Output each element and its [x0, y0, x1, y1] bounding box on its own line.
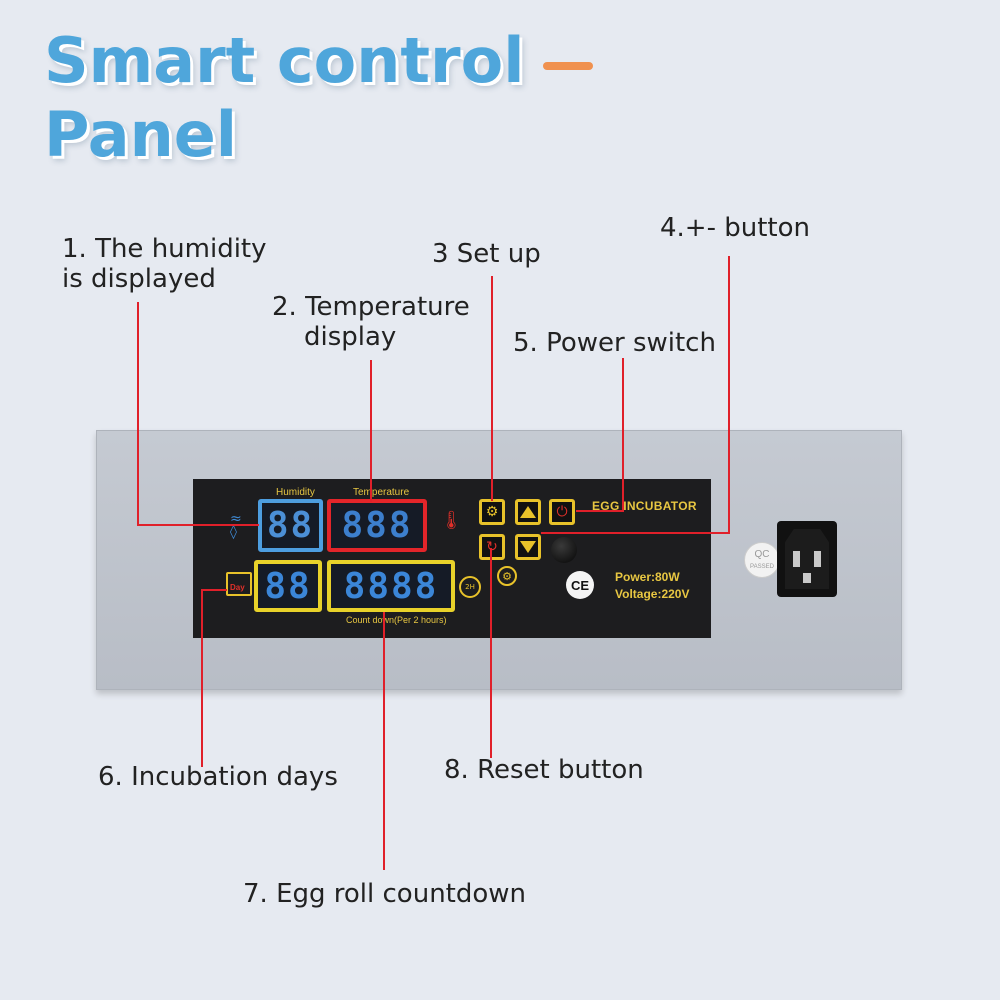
callout-setup: 3 Set up [432, 239, 541, 269]
refresh-icon: ↻ [486, 539, 498, 555]
power-switch-knob[interactable] [551, 537, 577, 563]
reset-button[interactable]: ↻ [479, 534, 505, 560]
power-button[interactable]: ⏻ [549, 499, 575, 525]
callout-plus-minus: 4.+- button [660, 213, 810, 243]
incubation-days-display: 88 [254, 560, 322, 612]
callout-power: 5. Power switch [513, 328, 716, 358]
leader-humidity-v [137, 302, 139, 525]
leader-plus-minus-v [728, 256, 730, 533]
turn-gear-icon: ⚙ [497, 566, 517, 586]
humidity-display: 88 [258, 499, 323, 552]
leader-power-h [576, 510, 624, 512]
voltage-spec: Voltage:220V [615, 587, 690, 601]
callout-egg-roll: 7. Egg roll countdown [243, 879, 527, 909]
callout-reset: 8. Reset button [444, 755, 644, 785]
leader-reset [490, 548, 492, 758]
leader-plus-minus-h [541, 532, 730, 534]
leader-incubation-v [201, 589, 203, 767]
power-icon: ⏻ [556, 504, 568, 520]
callout-incubation: 6. Incubation days [98, 762, 338, 792]
leader-humidity-h [137, 524, 259, 526]
leader-incubation-h [201, 589, 227, 591]
callout-temperature-1: 2. Temperature [272, 292, 470, 322]
arrow-up-icon [520, 506, 536, 518]
countdown-display: 8888 [327, 560, 455, 612]
thermometer-icon: 🌡 [440, 510, 463, 531]
setup-button[interactable]: ⚙ [479, 499, 505, 525]
clock-icon: 2H [459, 576, 481, 598]
leader-egg-roll [383, 612, 385, 870]
callout-humidity-2: is displayed [62, 264, 216, 294]
qc-sticker: QC PASSED [744, 542, 780, 578]
countdown-label: Count down(Per 2 hours) [346, 615, 447, 625]
leader-setup [491, 276, 493, 501]
leader-temperature [370, 360, 372, 502]
callout-humidity-1: 1. The humidity [62, 234, 267, 264]
gear-icon: ⚙ [485, 504, 499, 520]
humidity-icon: ≈◊ [230, 511, 242, 540]
leader-power-v [622, 358, 624, 511]
brand-label: EGG INCUBATOR [592, 499, 697, 513]
ce-mark: CE [566, 571, 594, 599]
calendar-icon: Day [226, 572, 252, 596]
arrow-down-icon [520, 541, 536, 553]
plus-button[interactable] [515, 499, 541, 525]
callout-temperature-2: display [304, 322, 397, 352]
page-title-line1: Smart control [44, 24, 525, 97]
power-socket [777, 521, 837, 597]
temperature-display: 888 [327, 499, 427, 552]
minus-button[interactable] [515, 534, 541, 560]
temperature-label: Temperature [353, 487, 410, 498]
accent-dash [543, 62, 593, 70]
power-spec: Power:80W [615, 570, 680, 584]
humidity-label: Humidity [276, 487, 315, 498]
page-title-line2: Panel [44, 98, 238, 171]
